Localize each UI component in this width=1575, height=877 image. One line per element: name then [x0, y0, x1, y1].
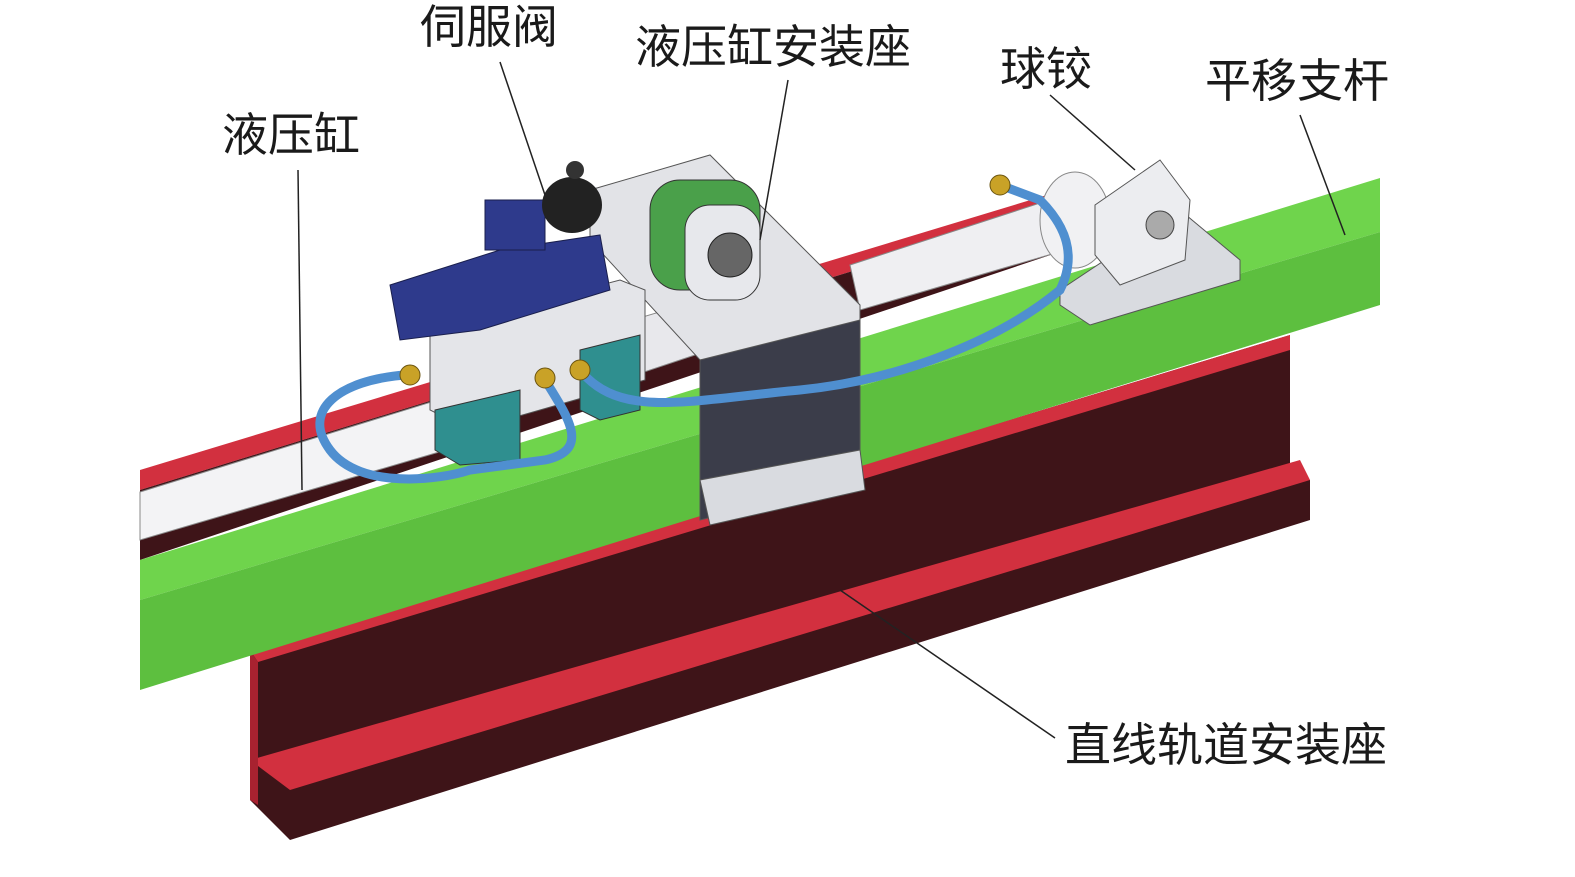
label-servo-valve: 伺服阀 — [420, 0, 558, 54]
leader-translation-rod — [1299, 114, 1346, 236]
leader-cylinder-mount — [759, 79, 789, 241]
leader-linear-rail-mount — [839, 589, 1056, 739]
label-ball-joint: 球铰 — [1000, 42, 1092, 96]
label-translation-rod: 平移支杆 — [1205, 54, 1389, 108]
leader-hydraulic-cylinder — [297, 169, 303, 491]
hydraulic-cylinder-mount — [589, 154, 866, 526]
hose-fittings — [399, 174, 1011, 389]
label-cylinder-mount: 液压缸安装座 — [635, 20, 911, 74]
hydraulic-hoses — [315, 180, 1073, 484]
servo-valve — [389, 161, 646, 466]
leader-servo-valve — [499, 61, 546, 196]
ball-joint — [1059, 159, 1241, 326]
label-linear-rail-mount: 直线轨道安装座 — [1065, 718, 1387, 772]
leader-lines — [297, 61, 1346, 739]
label-hydraulic-cylinder: 液压缸 — [222, 108, 360, 162]
leader-ball-joint — [1049, 94, 1136, 171]
